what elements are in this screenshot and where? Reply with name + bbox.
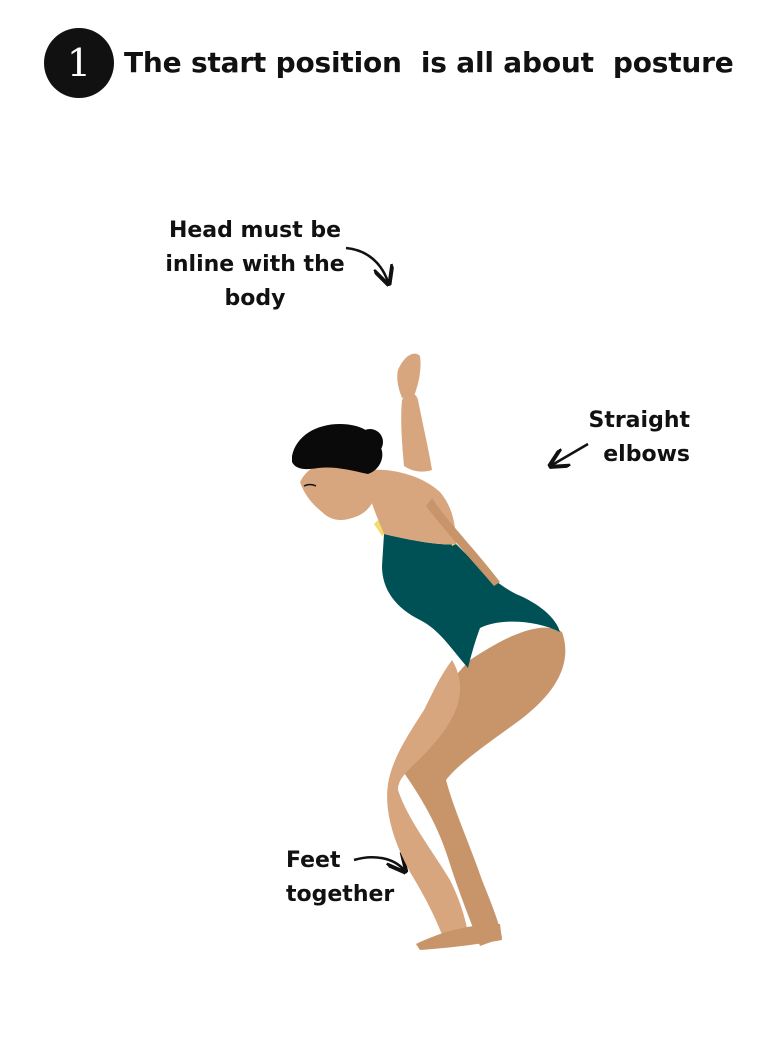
annotation-head: Head must be inline with the body bbox=[160, 214, 350, 316]
step-number: 1 bbox=[66, 41, 92, 85]
annotation-feet-line-2: together bbox=[286, 882, 395, 907]
annotation-elbows-line-1: Straight bbox=[588, 408, 690, 433]
annotation-elbows: Straight elbows bbox=[560, 404, 690, 472]
arrow-icon bbox=[345, 246, 388, 282]
arrow-icon bbox=[552, 442, 589, 465]
arrow-icon bbox=[353, 857, 404, 870]
swimmer-illustration bbox=[292, 353, 566, 950]
annotation-head-line-3: body bbox=[224, 286, 286, 311]
step-badge: 1 bbox=[44, 28, 114, 98]
annotation-feet: Feet together bbox=[286, 844, 394, 912]
annotation-elbows-line-2: elbows bbox=[603, 442, 690, 467]
annotation-head-line-1: Head must be bbox=[168, 218, 342, 243]
annotation-head-line-2: inline with the bbox=[165, 252, 345, 277]
page-title: The start position is all about posture bbox=[124, 46, 734, 79]
annotation-feet-line-1: Feet bbox=[286, 848, 341, 873]
